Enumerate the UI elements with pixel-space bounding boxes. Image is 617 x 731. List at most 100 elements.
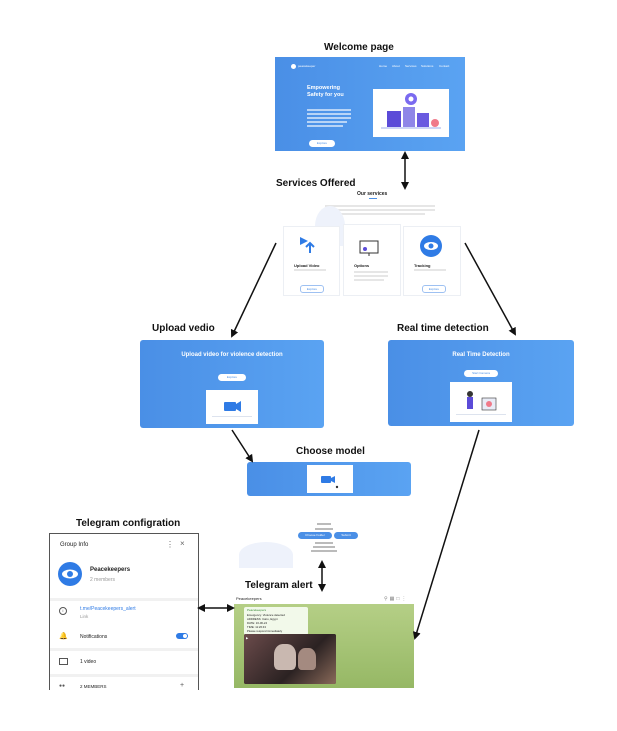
services-offered-label: Services Offered xyxy=(276,178,356,189)
realtime-title: Real Time Detection xyxy=(452,352,510,358)
choose-model-screenshot xyxy=(247,462,411,496)
info-icon: i xyxy=(59,607,67,615)
text-line xyxy=(307,117,351,119)
add-member-icon[interactable]: + xyxy=(180,682,185,689)
message-line: TIME: 11:26:43 xyxy=(247,625,266,629)
group-info-header: Group Info xyxy=(60,542,89,548)
play-icon: ▶ xyxy=(246,636,249,640)
welcome-page-label: Welcome page xyxy=(324,42,394,53)
text-line xyxy=(325,205,435,207)
choose-folder-button[interactable]: Choose Folder xyxy=(298,532,332,539)
realtime-illustration xyxy=(450,382,512,422)
text-line xyxy=(307,125,343,127)
bell-icon: 🔔 xyxy=(59,633,68,640)
upload-illustration xyxy=(206,390,258,424)
submit-button[interactable]: Submit xyxy=(334,532,358,539)
nav-item[interactable]: About xyxy=(392,64,400,68)
logo-icon xyxy=(291,64,296,69)
upload-title: Upload video for violence detection xyxy=(181,352,283,358)
group-info-panel: Group Info ⋮ × Peacekeepers 2 members i … xyxy=(49,533,199,690)
card-explore-button[interactable]: Explore xyxy=(300,285,324,293)
card-title: Upload Video xyxy=(294,263,320,268)
choose-model-label: Choose model xyxy=(296,446,365,457)
text-line xyxy=(317,523,331,525)
upload-video-label: Upload vedio xyxy=(152,323,215,334)
text-line xyxy=(307,113,351,115)
text-line xyxy=(354,271,388,273)
person-shape xyxy=(298,648,316,670)
divider xyxy=(50,648,198,651)
group-link[interactable]: t.me/Peacekeepers_alert xyxy=(80,606,136,612)
notifications-toggle[interactable] xyxy=(176,633,188,639)
text-line xyxy=(315,528,333,530)
alert-video-thumbnail[interactable]: ▶ xyxy=(244,634,336,684)
realtime-screenshot: Real Time Detection Start Camera xyxy=(388,340,574,426)
realtime-detection-label: Real time detection xyxy=(397,323,489,334)
text-line xyxy=(313,546,335,548)
telegram-config-label: Telegram configration xyxy=(76,518,181,529)
explore-button[interactable]: Explore xyxy=(309,140,335,147)
members-row: 2 MEMBERS xyxy=(80,684,107,689)
upload-explore-button[interactable]: Explore xyxy=(218,374,246,381)
text-line xyxy=(307,121,347,123)
chat-toolbar-icons[interactable]: ⚲▦□⋮ xyxy=(384,596,409,602)
more-icon[interactable]: ⋮ xyxy=(166,540,174,549)
choose-illustration xyxy=(307,465,353,493)
upload-video-icon xyxy=(298,235,318,255)
toggle-knob xyxy=(183,634,187,638)
card-title: Options xyxy=(354,263,370,268)
group-avatar xyxy=(58,562,82,586)
members-icon: ●● xyxy=(59,683,66,689)
card-title: Tracking xyxy=(414,263,431,268)
alert-message: Peacekeepers Emergency: Violence detecte… xyxy=(244,607,308,635)
card-explore-button[interactable]: Explore xyxy=(422,285,446,293)
services-title: Our services xyxy=(357,191,388,197)
text-line xyxy=(325,209,435,211)
service-card-options[interactable]: Options xyxy=(343,224,401,296)
welcome-heading: Empowering Safety for you xyxy=(307,85,344,98)
arrow-realtime-alert xyxy=(412,429,480,640)
group-name: Peacekeepers xyxy=(90,567,131,573)
text-line xyxy=(354,275,388,277)
brand-name: peacekeeper xyxy=(298,64,316,68)
title-underline xyxy=(369,198,377,199)
text-line xyxy=(335,213,425,215)
text-line xyxy=(307,109,351,111)
message-line: ADDRESS: Cairo, Egypt xyxy=(247,617,278,621)
nav-item[interactable]: Solutions xyxy=(421,64,434,68)
telegram-alert-label: Telegram alert xyxy=(245,580,313,591)
welcome-page-screenshot: peacekeeper Home About Services Solution… xyxy=(275,57,465,151)
nav-item[interactable]: Services xyxy=(405,64,417,68)
group-members-count: 2 members xyxy=(90,577,116,583)
service-card-upload[interactable]: Upload Video Explore xyxy=(283,226,340,296)
divider xyxy=(50,674,198,677)
choose-folder-panel: Choose Folder Submit xyxy=(231,520,379,570)
services-screenshot: Our services Upload Video Explore Option… xyxy=(275,188,465,296)
background-shape xyxy=(239,542,293,568)
nav-item[interactable]: Contact xyxy=(439,64,450,68)
text-line xyxy=(294,269,326,271)
upload-video-screenshot: Upload video for violence detection Expl… xyxy=(140,340,324,428)
text-line xyxy=(311,550,337,552)
close-icon[interactable]: × xyxy=(180,539,185,548)
monitor-icon xyxy=(358,239,382,257)
arrow-services-realtime xyxy=(464,242,516,336)
message-line: Please respond immediately xyxy=(247,629,283,633)
arrow-upload-choose xyxy=(231,429,254,463)
hero-illustration xyxy=(373,89,449,137)
message-line: Emergency: Violence detected xyxy=(247,613,285,617)
eye-icon xyxy=(420,235,442,257)
service-card-tracking[interactable]: Tracking Explore xyxy=(403,226,461,296)
eye-icon xyxy=(62,569,78,579)
text-line xyxy=(414,269,446,271)
person-shape xyxy=(274,644,296,670)
arrow-services-upload xyxy=(230,242,277,338)
link-label: Link xyxy=(80,614,89,619)
message-sender: Peacekeepers xyxy=(247,608,267,612)
nav-item[interactable]: Home xyxy=(379,64,388,68)
message-line: DATE: 16-06-24 xyxy=(247,621,268,625)
start-camera-button[interactable]: Start Camera xyxy=(464,370,498,377)
videos-row[interactable]: 1 video xyxy=(80,659,97,665)
text-line xyxy=(354,279,384,281)
